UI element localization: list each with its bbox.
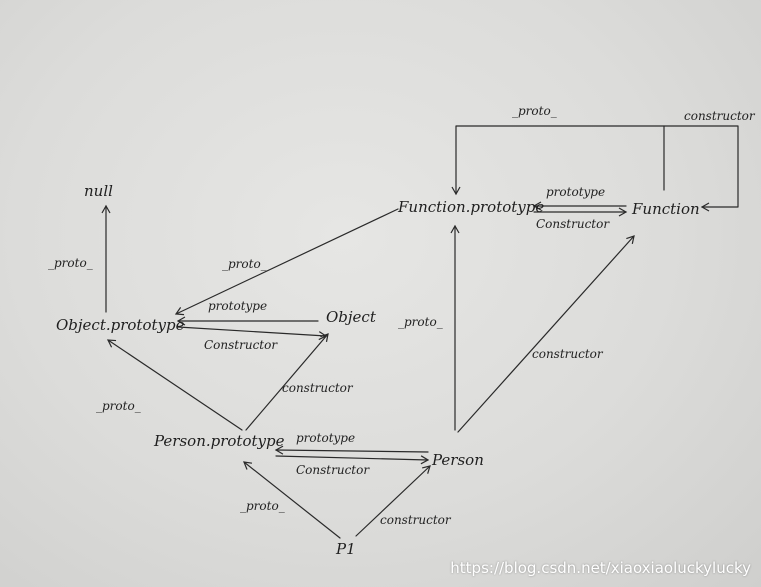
edge-object-op-label: prototype [208,299,267,313]
node-function: Function [631,200,700,218]
node-function-prototype: Function.prototype [397,198,544,216]
edge-fp-op-label: _proto_ [222,257,267,271]
edge-person-pp-arrow [274,445,429,455]
node-object: Object [326,308,377,326]
node-object-prototype: Object.prototype [56,316,185,334]
edge-pp-op-label: _proto_ [96,399,141,413]
edge-op-null-label: _proto_ [48,256,93,270]
edge-person-function-arrow [457,235,635,433]
edge-fp-function-label: Constructor [536,217,610,231]
edge-p1-person-arrow [355,465,431,537]
edge-person-pp-label: prototype [296,431,355,445]
edge-fp-op-arrow [174,208,399,316]
edge-pp-op-arrow [106,339,243,431]
edge-p1-person-label: constructor [380,513,452,527]
edge-function-self-loop [663,125,739,212]
edge-person-function-label: constructor [532,347,604,361]
edge-p1-pp-arrow [243,461,341,539]
edge-pp-object-arrow [245,333,329,431]
edge-function-self-label: constructor [684,109,756,123]
edge-function-proto-label: _proto_ [512,104,557,118]
edge-function-proto-loop [451,125,665,196]
edge-pp-object-label: constructor [282,381,354,395]
node-person-prototype: Person.prototype [153,432,285,450]
edge-pp-person-arrow [275,455,430,465]
edge-function-fp-label: prototype [546,185,605,199]
edge-op-object-arrow [177,326,328,341]
edge-person-fp-label: _proto_ [398,315,443,329]
node-p1: P1 [335,540,356,558]
edge-p1-pp-label: _proto_ [240,499,285,513]
node-person: Person [431,451,484,469]
watermark-url: https://blog.csdn.net/xiaoxiaoluckylucky [450,559,751,577]
edge-pp-person-label: Constructor [296,463,370,477]
edge-op-object-label: Constructor [204,338,278,352]
node-null: null [84,182,113,200]
